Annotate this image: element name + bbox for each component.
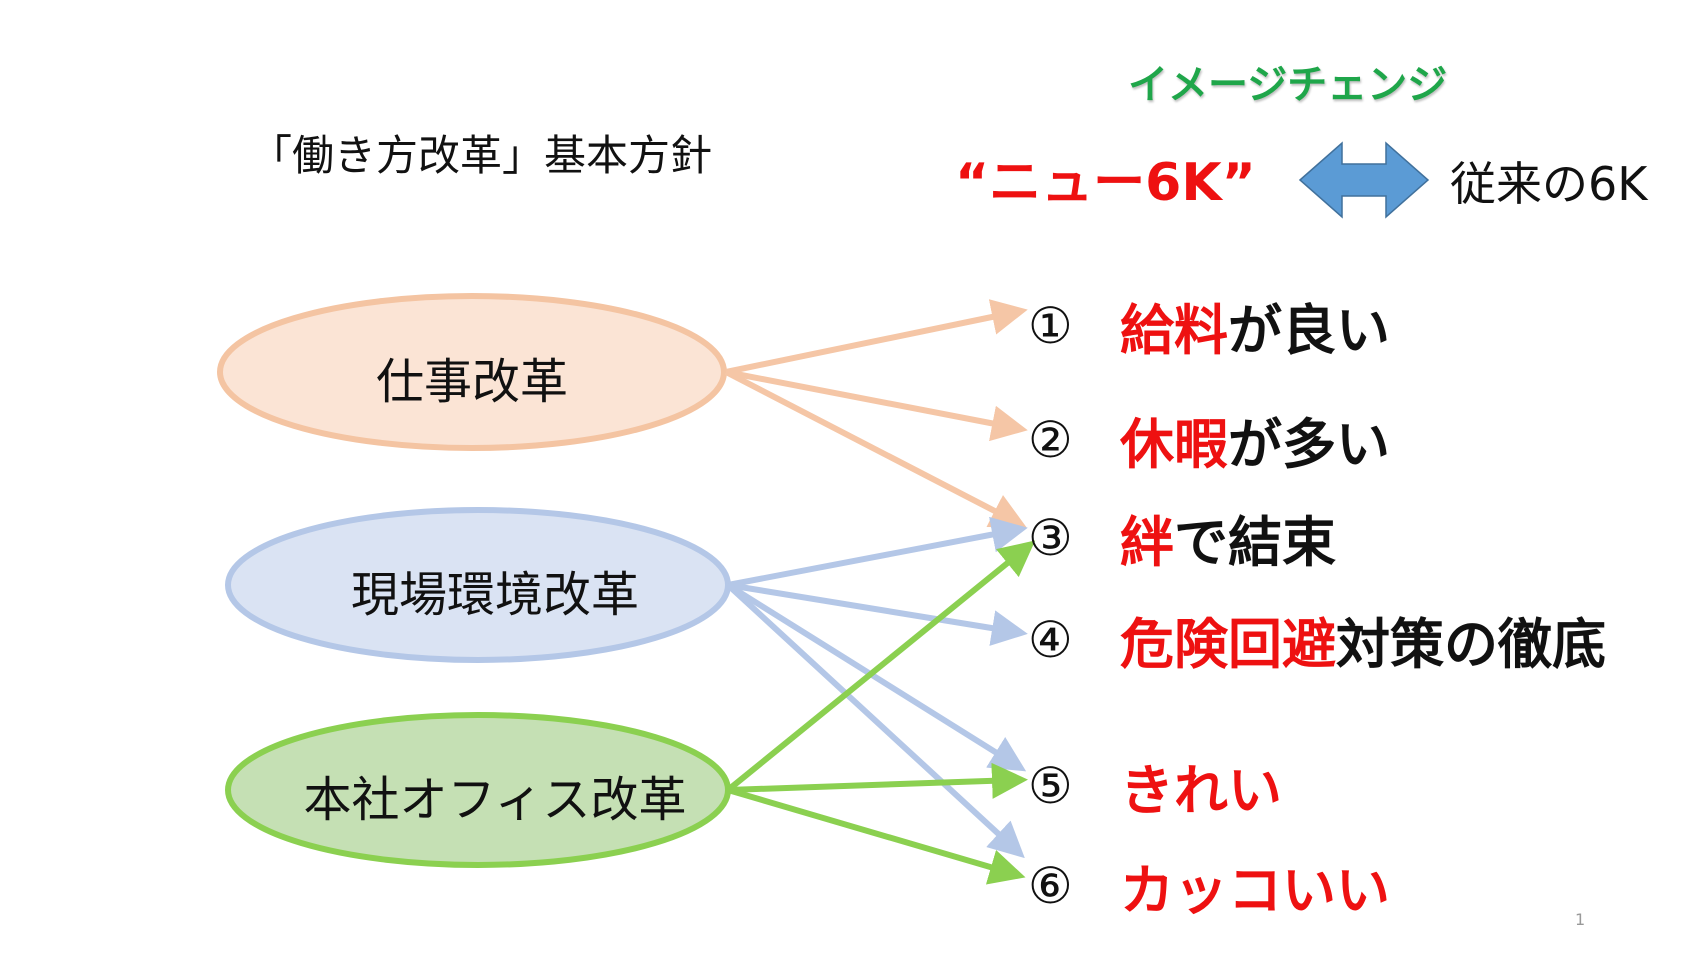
arrow-site-to-3	[727, 516, 1028, 588]
oval-work-reform	[217, 293, 727, 451]
item-number: ③	[1028, 508, 1073, 567]
list-item: ④ 危険回避 対策の徹底	[1028, 600, 1606, 679]
item-number: ④	[1028, 610, 1073, 669]
arrow-site-to-6	[725, 582, 1025, 859]
item-number: ⑥	[1028, 856, 1073, 915]
arrow-work-to-1	[725, 299, 1028, 375]
list-item: ⑤ きれい	[1028, 746, 1282, 825]
oval-label-site: 現場環境改革	[350, 567, 639, 623]
slide-title: 「働き方改革」基本方針	[250, 131, 713, 180]
arrow-office-to-6	[727, 787, 1026, 885]
new-6k-label: “ニュー6K”	[955, 153, 1256, 213]
item-number: ②	[1028, 410, 1073, 469]
arrow-work-to-3	[724, 369, 1027, 528]
item-text: が多い	[1228, 413, 1390, 476]
item-highlight: 危険回避	[1120, 613, 1336, 676]
item-number: ①	[1028, 296, 1073, 355]
list-item: ② 休暇 が多い	[1028, 400, 1390, 479]
item-highlight: カッコいい	[1120, 859, 1390, 922]
list-item: ① 給料 が良い	[1028, 286, 1390, 365]
item-number: ⑤	[1028, 756, 1073, 815]
arrow-office-to-3	[726, 540, 1036, 793]
list-item: ⑥ カッコいい	[1028, 846, 1390, 925]
double-arrow-icon	[1298, 141, 1430, 219]
image-change-heading: イメージチェンジ	[1128, 62, 1448, 108]
item-highlight: 絆	[1120, 511, 1174, 574]
item-highlight: きれい	[1120, 759, 1282, 822]
item-text: 対策の徹底	[1336, 613, 1606, 676]
page-number: 1	[1575, 910, 1586, 929]
item-text: が良い	[1228, 299, 1390, 362]
oval-label-work: 仕事改革	[375, 354, 568, 410]
item-text: で結束	[1174, 511, 1336, 574]
old-6k-label: 従来の6K	[1450, 157, 1648, 211]
arrow-site-to-4	[727, 582, 1028, 646]
item-highlight: 休暇	[1120, 413, 1228, 476]
arrow-group	[724, 299, 1036, 885]
list-item: ③ 絆 で結束	[1028, 498, 1336, 577]
item-highlight: 給料	[1120, 299, 1228, 362]
oval-label-office: 本社オフィス改革	[303, 772, 687, 828]
arrow-work-to-2	[725, 369, 1028, 442]
arrow-office-to-5	[727, 762, 1028, 799]
